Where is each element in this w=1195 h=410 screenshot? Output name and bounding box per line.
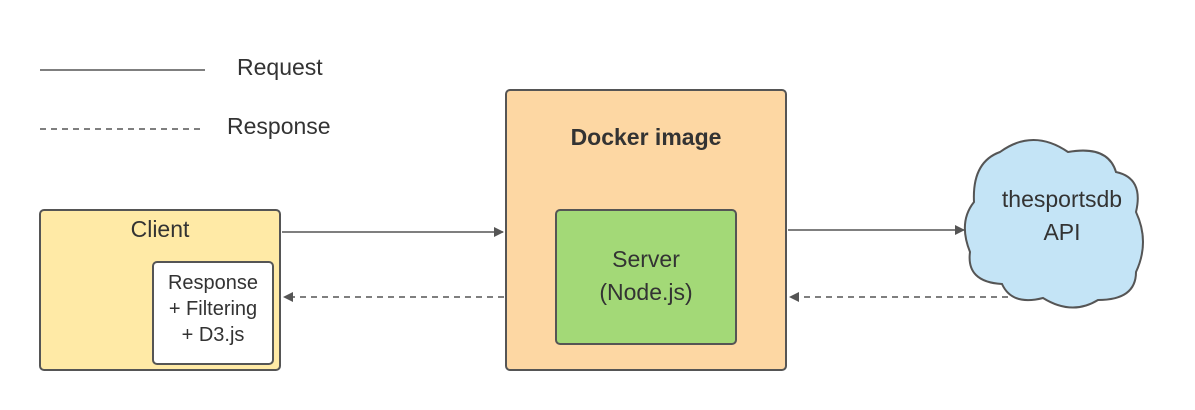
cloud-icon [963,139,1144,309]
server-line-1: Server [612,246,680,272]
client-inner-line-2: + Filtering [169,298,257,320]
client-inner-box [152,261,274,365]
api-node: thesportsdb API [963,139,1144,309]
docker-title: Docker image [571,124,722,150]
legend-response-label: Response [227,113,331,139]
client-inner-line-3: + D3.js [182,324,245,346]
legend-request-label: Request [237,54,323,80]
api-line-2: API [1043,219,1080,245]
api-line-1: thesportsdb [1002,186,1122,212]
server-line-2: (Node.js) [599,279,692,305]
client-title: Client [131,216,190,242]
docker-node: Docker image Server (Node.js) [505,89,787,371]
client-inner-line-1: Response [168,272,258,294]
client-node: Client Response + Filtering + D3.js [39,209,281,371]
server-box [555,209,737,345]
